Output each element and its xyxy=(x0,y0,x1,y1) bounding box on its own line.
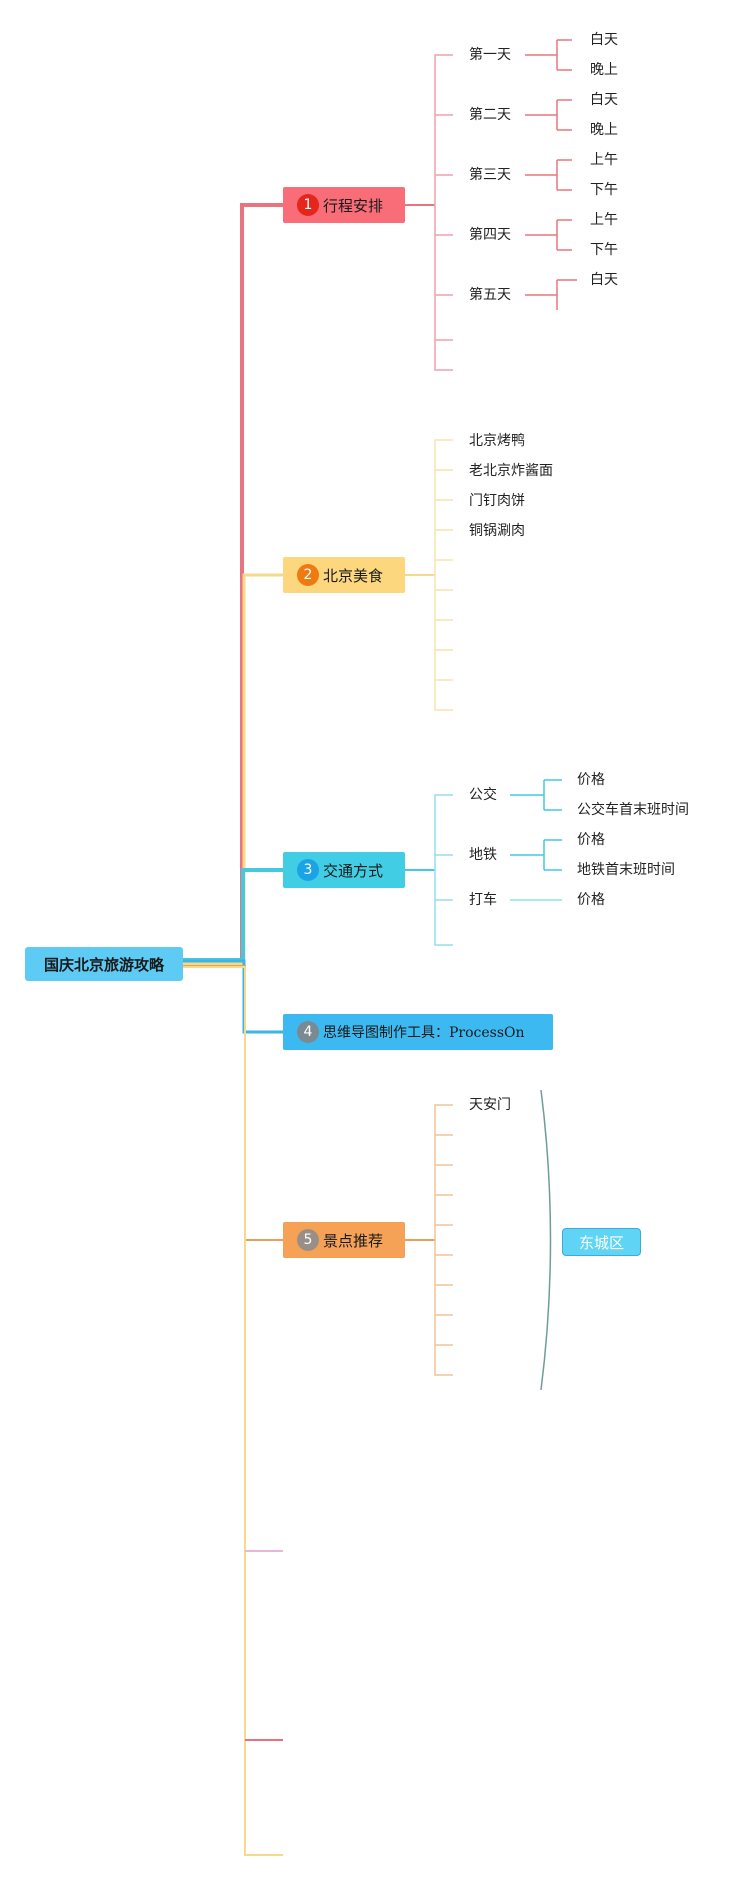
transport-bus-split xyxy=(510,779,562,811)
transport-item[interactable]: 价格 xyxy=(577,892,605,908)
transport-item[interactable]: 价格 xyxy=(577,832,605,848)
food-item[interactable]: 北京烤鸭 xyxy=(469,433,525,449)
itinerary-part[interactable]: 白天 xyxy=(590,32,618,48)
branch-itinerary-label: 行程安排 xyxy=(323,196,384,215)
itinerary-day-2[interactable]: 第二天 xyxy=(469,107,511,123)
itinerary-day2-split xyxy=(525,99,572,131)
sights-comb xyxy=(434,1104,453,1376)
connector-root-to-sights xyxy=(183,965,283,1241)
branch-tool-label: 思维导图制作工具：ProcessOn xyxy=(323,1025,525,1041)
itinerary-part[interactable]: 白天 xyxy=(590,272,618,288)
itinerary-part[interactable]: 晚上 xyxy=(590,62,618,78)
sight-item[interactable]: 天安门 xyxy=(469,1097,511,1113)
itinerary-part[interactable]: 晚上 xyxy=(590,122,618,138)
itinerary-comb xyxy=(434,54,453,371)
branch-food[interactable]: 2 北京美食 xyxy=(283,557,405,593)
transport-subway-split xyxy=(510,839,562,871)
branch-transport-label: 交通方式 xyxy=(323,861,384,880)
number-badge: 1 xyxy=(297,194,319,216)
transport-comb xyxy=(434,794,453,946)
itinerary-part[interactable]: 上午 xyxy=(590,152,618,168)
itinerary-day3-split xyxy=(525,159,572,191)
transport-mode-bus[interactable]: 公交 xyxy=(469,787,497,803)
itinerary-day-3[interactable]: 第三天 xyxy=(469,167,511,183)
number-badge: 2 xyxy=(297,564,319,586)
food-item[interactable]: 门钉肉饼 xyxy=(469,493,525,509)
root-topic[interactable]: 国庆北京旅游攻略 xyxy=(25,947,183,981)
district-summary-tag[interactable]: 东城区 xyxy=(562,1228,641,1256)
itinerary-day4-split xyxy=(525,219,572,251)
itinerary-day-1[interactable]: 第一天 xyxy=(469,47,511,63)
number-badge: 3 xyxy=(297,859,319,881)
food-comb xyxy=(434,439,453,711)
transport-item[interactable]: 价格 xyxy=(577,772,605,788)
itinerary-day-4[interactable]: 第四天 xyxy=(469,227,511,243)
itinerary-part[interactable]: 白天 xyxy=(590,92,618,108)
root-topic-label: 国庆北京旅游攻略 xyxy=(43,955,164,974)
transport-item[interactable]: 公交车首末班时间 xyxy=(577,802,689,818)
branch-transport[interactable]: 3 交通方式 xyxy=(283,852,405,888)
connector-root-extra xyxy=(183,966,283,1856)
connector-root-to-tool xyxy=(183,959,283,1034)
itinerary-part[interactable]: 下午 xyxy=(590,242,618,258)
number-badge: 4 xyxy=(297,1021,319,1043)
transport-mode-subway[interactable]: 地铁 xyxy=(469,847,497,863)
itinerary-day1-split xyxy=(525,39,572,71)
food-item[interactable]: 铜锅涮肉 xyxy=(469,523,525,539)
itinerary-part[interactable]: 上午 xyxy=(590,212,618,228)
branch-sights[interactable]: 5 景点推荐 xyxy=(283,1222,405,1258)
sights-summary-bracket xyxy=(540,1089,552,1391)
branch-tool[interactable]: 4 思维导图制作工具：ProcessOn xyxy=(283,1014,553,1050)
branch-food-label: 北京美食 xyxy=(323,566,384,585)
branch-sights-label: 景点推荐 xyxy=(323,1231,384,1250)
transport-mode-taxi[interactable]: 打车 xyxy=(469,892,497,908)
itinerary-day5-split xyxy=(525,279,577,310)
connector-root-to-food xyxy=(183,573,283,966)
food-item[interactable]: 老北京炸酱面 xyxy=(469,463,553,479)
itinerary-day-5[interactable]: 第五天 xyxy=(469,287,511,303)
branch-itinerary[interactable]: 1 行程安排 xyxy=(283,187,405,223)
connector-root-to-itinerary xyxy=(183,203,283,964)
itinerary-part[interactable]: 下午 xyxy=(590,182,618,198)
number-badge: 5 xyxy=(297,1229,319,1251)
transport-item[interactable]: 地铁首末班时间 xyxy=(577,862,675,878)
connector-root-to-transport xyxy=(183,868,283,962)
